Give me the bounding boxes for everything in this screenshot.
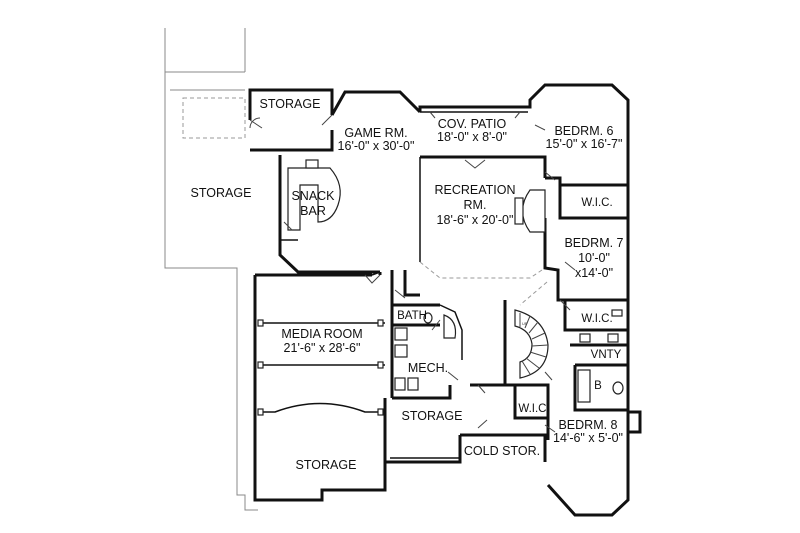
game-room-dim: 16'-0" x 30'-0" <box>338 139 415 153</box>
room-labels: STORAGE STORAGE GAME RM. 16'-0" x 30'-0"… <box>191 97 624 472</box>
bedroom-7-dim-2: x14'-0" <box>575 266 613 280</box>
media-room-dim: 21'-6" x 28'-6" <box>284 341 361 355</box>
game-room-label: GAME RM. <box>344 126 407 140</box>
storage-bottom-label: STORAGE <box>296 458 357 472</box>
mech-fixtures <box>394 312 457 391</box>
doors <box>249 111 576 433</box>
mech-label: MECH. <box>408 361 448 375</box>
media-risers <box>257 319 385 416</box>
bedroom-6-label: BEDRM. 6 <box>554 124 613 138</box>
stair-up-label: UP <box>522 321 528 326</box>
bath-fixtures <box>577 309 624 403</box>
patio-label: COV. PATIO <box>438 117 507 131</box>
wic-2-label: W.I.C. <box>581 313 612 325</box>
bath-label: BATH <box>397 310 427 322</box>
bedroom-7-label: BEDRM. 7 <box>564 236 623 250</box>
spiral-stair: UP <box>514 309 549 379</box>
wic-1-label: W.I.C. <box>581 197 612 209</box>
cold-storage-label: COLD STOR. <box>464 444 540 458</box>
snack-bar-counter <box>280 159 341 241</box>
patio-dim: 18'-0" x 8'-0" <box>437 130 507 144</box>
bedroom-8-dim: 14'-6" x 5'-0" <box>553 431 623 445</box>
recreation-dim: 18'-6" x 20'-0" <box>437 213 514 227</box>
bedroom-7-dim-1: 10'-0" <box>578 251 610 265</box>
storage-mid-label: STORAGE <box>402 409 463 423</box>
media-room-label: MEDIA ROOM <box>281 327 362 341</box>
b-label: B <box>594 380 602 392</box>
storage-left-label: STORAGE <box>191 186 252 200</box>
storage-top-label: STORAGE <box>260 97 321 111</box>
interior-walls <box>371 155 628 462</box>
site-outline <box>164 28 258 511</box>
recreation-label-2: RM. <box>464 198 487 212</box>
vanity-label: VNTY <box>591 349 622 361</box>
bedroom-6-dim: 15'-0" x 16'-7" <box>546 137 623 151</box>
bedroom-8-label: BEDRM. 8 <box>558 418 617 432</box>
exterior-walls <box>248 83 642 517</box>
snack-label-2: BAR <box>300 204 326 218</box>
fireplace <box>514 189 546 233</box>
snack-label-1: SNACK <box>291 189 335 203</box>
recreation-label: RECREATION <box>434 183 515 197</box>
wic-3-label: W.I.C. <box>518 403 549 415</box>
